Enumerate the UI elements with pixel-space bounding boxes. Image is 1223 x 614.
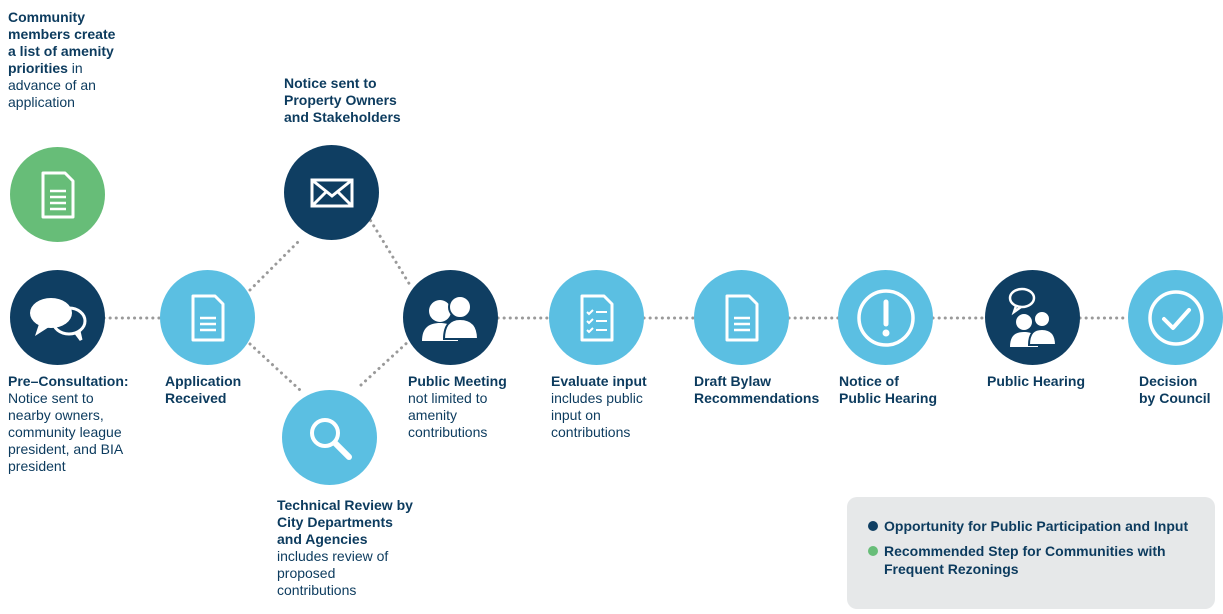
checklist-icon xyxy=(580,294,613,341)
pre-step-bold: Community members create a list of ameni… xyxy=(8,9,116,76)
technical-review-title: Technical Review by City Departments and… xyxy=(277,497,413,547)
evaluate-input-desc: includes public input on contributions xyxy=(551,390,643,440)
public-meeting-title: Public Meeting xyxy=(408,373,507,389)
application-received-circle xyxy=(160,270,255,365)
pre-consultation-title: Pre–Consultation: xyxy=(8,373,129,389)
pre-consultation-label: Pre–Consultation: Notice sent to nearby … xyxy=(8,373,133,475)
public-hearing-circle xyxy=(985,270,1080,365)
notice-sent-label: Notice sent to Property Owners and Stake… xyxy=(284,75,401,125)
legend-item-recommended-step: Recommended Step for Communities with Fr… xyxy=(868,542,1168,578)
public-meeting-desc: not limited to amenity contributions xyxy=(408,390,488,440)
decision-label: Decision by Council xyxy=(1139,373,1211,406)
technical-review-desc: includes review of proposed contribution… xyxy=(277,548,389,598)
public-meeting-label: Public Meeting not limited to amenity co… xyxy=(408,373,508,441)
envelope-icon xyxy=(310,178,353,207)
public-hearing-label: Public Hearing xyxy=(987,373,1086,389)
evaluate-input-circle xyxy=(549,270,644,365)
technical-review-circle xyxy=(282,390,377,485)
amenity-list-circle xyxy=(10,147,105,242)
public-meeting-circle xyxy=(403,270,498,365)
document-icon xyxy=(725,294,758,341)
people-icon xyxy=(421,294,479,341)
document-icon xyxy=(191,294,224,341)
draft-bylaw-circle xyxy=(694,270,789,365)
notice-sent-circle xyxy=(284,145,379,240)
pre-consultation-circle xyxy=(10,270,105,365)
notice-public-hearing-circle xyxy=(838,270,933,365)
evaluate-input-label: Evaluate input includes public input on … xyxy=(551,373,651,441)
legend-text: Opportunity for Public Participation and… xyxy=(884,518,1189,534)
pre-consultation-desc: Notice sent to nearby owners, community … xyxy=(8,390,123,474)
application-received-label: Application Received xyxy=(165,373,242,406)
pre-step-label: Community members create a list of ameni… xyxy=(8,9,123,111)
notice-public-hearing-label: Notice of Public Hearing xyxy=(839,373,938,406)
document-icon xyxy=(41,171,74,218)
legend-text: Recommended Step for Communities with Fr… xyxy=(884,543,1166,577)
speaking-people-icon xyxy=(1008,287,1057,347)
legend-item-public-participation: Opportunity for Public Participation and… xyxy=(868,517,1188,535)
legend-box: Opportunity for Public Participation and… xyxy=(847,497,1215,609)
pre-step-plain: in advance of an application xyxy=(8,60,96,110)
green-dot-icon xyxy=(868,546,878,556)
speech-bubbles-icon xyxy=(29,297,86,341)
magnifier-icon xyxy=(309,417,352,460)
exclamation-icon xyxy=(856,288,915,347)
dark-dot-icon xyxy=(868,521,878,531)
evaluate-input-title: Evaluate input xyxy=(551,373,647,389)
decision-circle xyxy=(1128,270,1223,365)
technical-review-label: Technical Review by City Departments and… xyxy=(277,497,417,599)
checkmark-icon xyxy=(1147,289,1204,346)
draft-bylaw-label: Draft Bylaw Recommendations xyxy=(694,373,820,406)
